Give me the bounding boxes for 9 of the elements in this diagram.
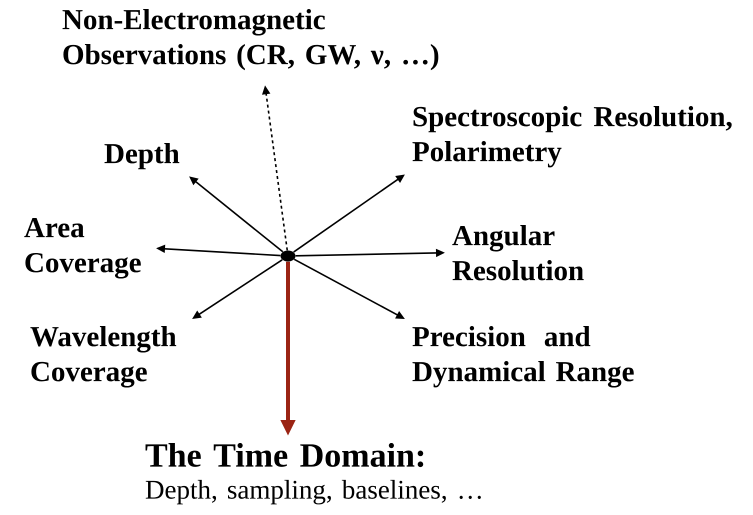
center-dot [280,250,296,262]
axis-label: Precision and Dynamical Range [412,326,634,388]
axis-label: Depth [104,143,180,170]
axis-label: Spectroscopic Resolution, Polarimetry [412,106,732,168]
domain-label: The Time Domain: Depth, sampling, baselines, … [146,443,481,504]
axis-label: Wavelength Coverage [30,326,176,388]
axis-label: Non-Electromagnetic Observations (CR, GW, ν, …) [62,9,438,70]
axis-label: Angular Resolution [452,225,584,280]
axis-label: Area Coverage [24,218,141,279]
